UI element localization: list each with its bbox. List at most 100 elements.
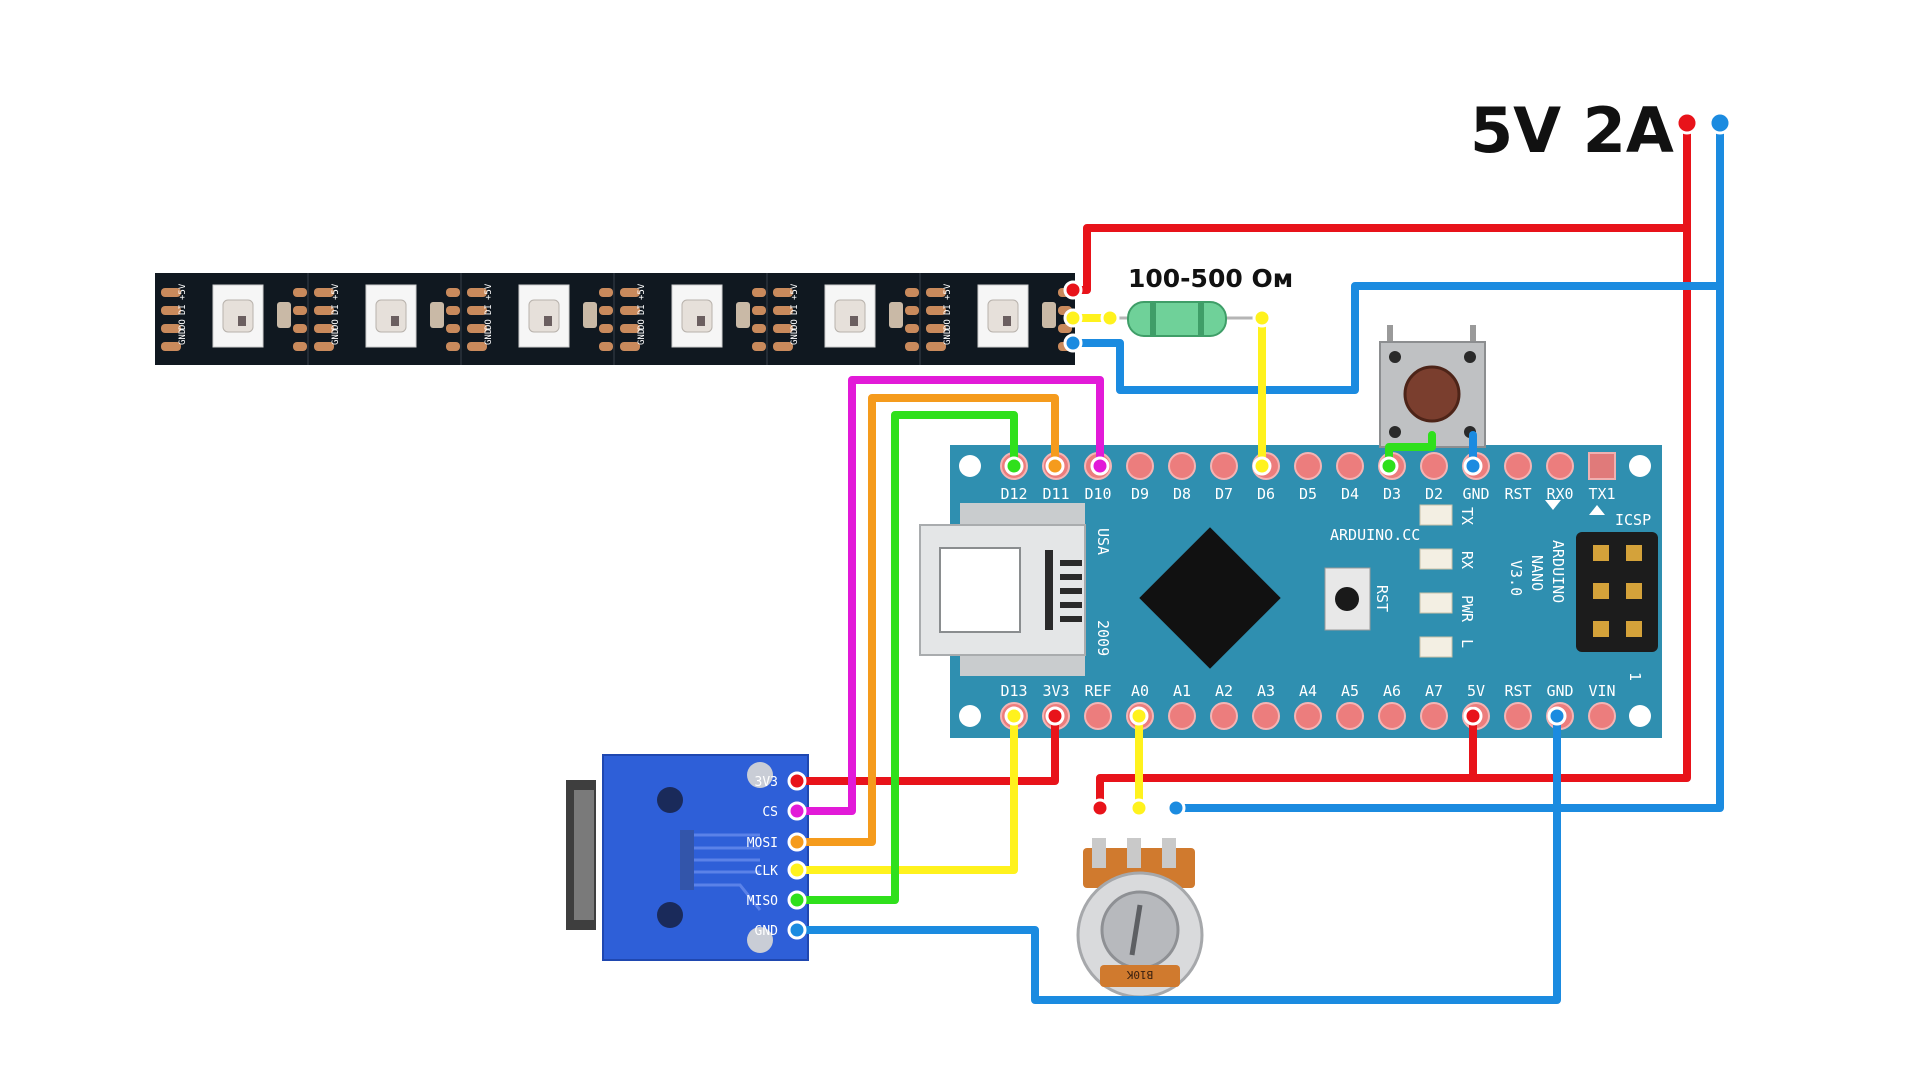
pin-label-top: D11 (1042, 485, 1069, 503)
strip-pad (926, 342, 946, 351)
strip-pad (773, 342, 793, 351)
potentiometer: B10K (1076, 838, 1204, 999)
wire-end (1063, 308, 1083, 328)
pot-leg (1092, 838, 1106, 868)
pin-pad (1420, 702, 1448, 730)
pin-label-top: D3 (1383, 485, 1401, 503)
wire-end (1463, 706, 1483, 726)
icsp-pins (1593, 545, 1642, 637)
sd-pin-label: MISO (747, 894, 778, 909)
wire-sd-mosi (793, 394, 1059, 846)
pin-label-top: D9 (1131, 485, 1149, 503)
strip-pad (905, 306, 919, 315)
resistor-label: 100-500 Ом (1128, 264, 1293, 293)
strip-pad-label: GND (331, 329, 341, 345)
pin-pad (1168, 452, 1196, 480)
wire-end (1045, 456, 1065, 476)
pin-pad (1504, 702, 1532, 730)
pin-label-top: D7 (1215, 485, 1233, 503)
wire-sd-clk (793, 712, 1018, 874)
strip-pad (446, 306, 460, 315)
pin-label-top: D2 (1425, 485, 1443, 503)
power-label: 5V 2A (1470, 94, 1674, 167)
wire-sd-gnd (793, 712, 1561, 1004)
strip-pad (620, 306, 640, 315)
strip-pad-label: GND (637, 329, 647, 345)
status-led-label: TX (1458, 507, 1476, 525)
pin-label-bottom: VIN (1588, 682, 1615, 700)
strip-pad-label: DI (331, 304, 341, 315)
pin-pad (1336, 702, 1364, 730)
strip-pad (467, 288, 487, 297)
strip-pad (752, 306, 766, 315)
sd-mount-hole (657, 787, 683, 813)
strip-pad (773, 306, 793, 315)
strip-pad-label: DO (484, 319, 494, 330)
strip-pad-label: GND (178, 329, 188, 345)
usb-pin (1060, 616, 1082, 622)
pin-label-bottom: 3V3 (1042, 682, 1069, 700)
wire-sd-cs (793, 376, 1104, 815)
strip-pad (161, 306, 181, 315)
strip-led-die (850, 316, 858, 326)
strip-pad (926, 306, 946, 315)
strip-segments: +5VDIDOGND+5VDIDOGND+5VDIDOGND+5VDIDOGND… (161, 273, 1072, 365)
push-button (1379, 325, 1486, 448)
pot-knob (1100, 890, 1180, 970)
rx-arrow (1545, 500, 1561, 510)
strip-pad (905, 288, 919, 297)
wire-sd-miso (793, 411, 1018, 904)
icsp-pin (1626, 621, 1642, 637)
usb-connector (919, 503, 1086, 676)
wire-ends (787, 280, 1567, 940)
status-led-label: PWR (1458, 595, 1476, 623)
pin-label-bottom: 5V (1467, 682, 1485, 700)
pin-label-top: D12 (1000, 485, 1027, 503)
model-line-3: V3.0 (1507, 560, 1525, 596)
strip-pad-label: +5V (943, 283, 953, 300)
usb-contact (1045, 550, 1053, 630)
pin-pad (1378, 702, 1406, 730)
icsp-pin (1593, 545, 1609, 561)
icsp-pin (1626, 583, 1642, 599)
pin-pad (1252, 702, 1280, 730)
wire-end (1379, 456, 1399, 476)
pin-label-top: D4 (1341, 485, 1359, 503)
usb-pin (1060, 588, 1082, 594)
strip-pad (467, 324, 487, 333)
wire-end (1090, 456, 1110, 476)
button-corner (1464, 351, 1476, 363)
model-line-2: NANO (1528, 555, 1546, 591)
pin-pad (1588, 702, 1616, 730)
sd-pin-label: GND (755, 924, 779, 939)
status-led (1419, 548, 1453, 570)
strip-led-die (1003, 316, 1011, 326)
pin-label-bottom: REF (1084, 682, 1111, 700)
icsp-pin (1593, 621, 1609, 637)
pin-pad (1294, 702, 1322, 730)
pin-pad (1168, 702, 1196, 730)
pin-label-top: GND (1462, 485, 1489, 503)
pin-label-bottom: GND (1546, 682, 1573, 700)
sd-pin-label: CLK (755, 864, 779, 879)
wire-end (1166, 798, 1186, 818)
usb-pin (1060, 574, 1082, 580)
strip-pad (314, 288, 334, 297)
pot-knob-slot (1129, 904, 1143, 956)
strip-pad (599, 306, 613, 315)
tx-arrow (1589, 505, 1605, 515)
power-minus-terminal (1708, 111, 1732, 135)
pin-label-bottom: A0 (1131, 682, 1149, 700)
pin-label-top: TX1 (1588, 485, 1615, 503)
strip-pad (446, 288, 460, 297)
wire-end (1063, 280, 1083, 300)
strip-pad (599, 288, 613, 297)
wire-end (787, 832, 807, 852)
wire-sd-3v3 (793, 712, 1059, 785)
pin-pad (1420, 452, 1448, 480)
strip-pad-label: DO (943, 319, 953, 330)
